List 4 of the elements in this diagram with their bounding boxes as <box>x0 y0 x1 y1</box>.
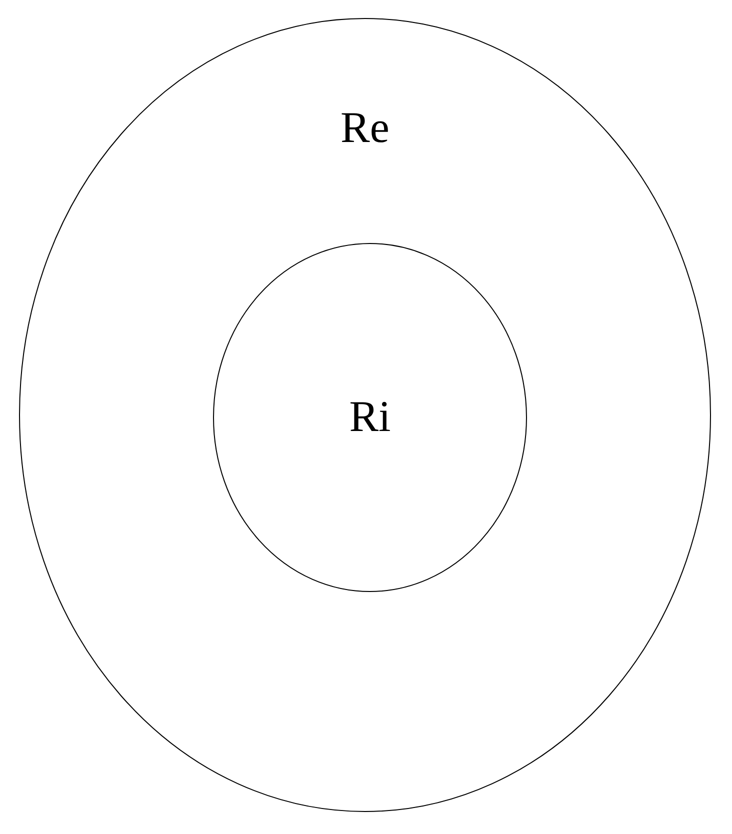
ellipse-region <box>213 243 527 592</box>
region-label: Ri <box>349 395 391 439</box>
ellipse-region <box>19 18 711 812</box>
region-label: Re <box>340 106 390 150</box>
